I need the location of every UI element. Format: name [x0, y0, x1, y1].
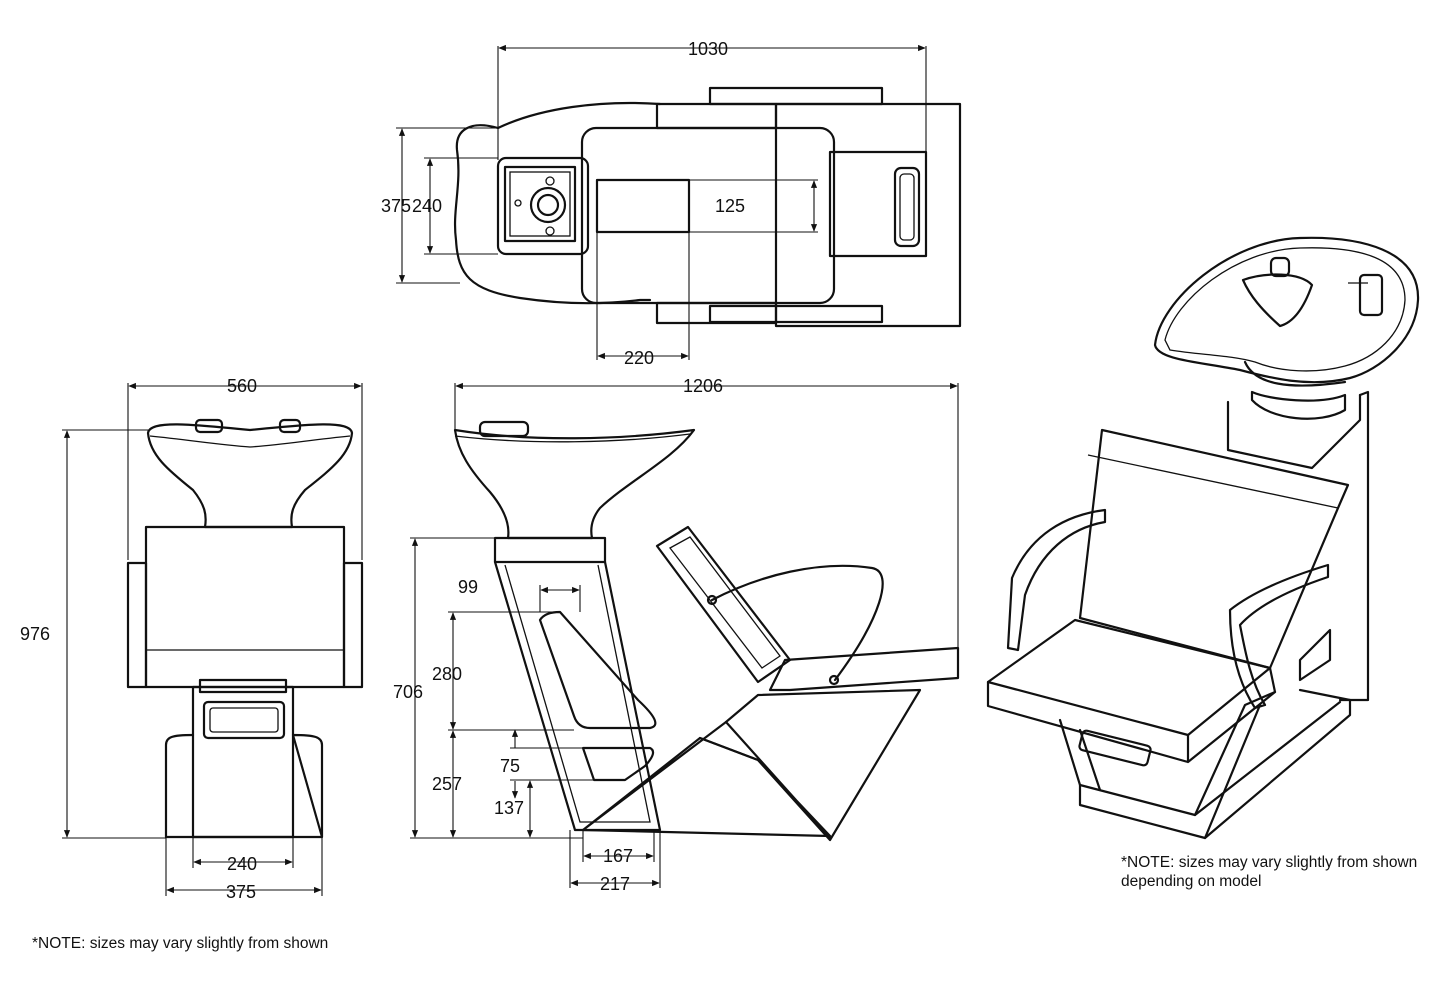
perspective-armrest-right [1228, 563, 1330, 710]
side-75-label: 75 [500, 756, 520, 776]
side-view-armrest-pivot [706, 594, 718, 606]
side-view: 1206 706 99 280 257 75 137 167 217 [393, 376, 960, 894]
side-view-armrest [710, 564, 884, 682]
side-length-label: 1206 [683, 376, 723, 396]
top-view-tap-hole [545, 226, 555, 236]
front-view-column-cap [198, 678, 288, 694]
side-view-seat-back [655, 525, 792, 684]
front-height-label: 976 [20, 624, 50, 644]
side-99-label: 99 [458, 577, 478, 597]
front-view-bowl [146, 423, 354, 529]
perspective-basin-inner [1164, 247, 1406, 372]
perspective-soap-tray [1241, 273, 1314, 328]
front-view-arm-left [126, 561, 148, 689]
side-view-bowl [453, 428, 696, 540]
side-height-label: 706 [393, 682, 423, 702]
side-view-armrest-end [828, 674, 840, 686]
note-right: *NOTE: sizes may vary slightly from show… [1121, 854, 1418, 890]
top-view-headrest-pad [595, 178, 691, 234]
top-view-drain-outer [529, 186, 567, 224]
side-137-label: 137 [494, 798, 524, 818]
side-view-bowl-neck [493, 536, 607, 564]
front-view-base [164, 733, 324, 839]
top-view-basin-outline [453, 124, 652, 305]
top-view-side-frame-upper [655, 102, 778, 130]
side-view-cutout-large [538, 610, 657, 730]
side-view-tap [478, 420, 530, 438]
top-view-foot-handle-inner [899, 173, 915, 241]
perspective-basin-neck [1250, 390, 1347, 420]
perspective-neck-shelf [1243, 360, 1347, 387]
front-view: 560 976 240 375 [20, 376, 364, 902]
perspective-soap-dispenser [1358, 273, 1384, 317]
perspective-view [986, 236, 1420, 840]
perspective-seat-back-edge [1087, 454, 1349, 509]
top-pad-depth-label: 125 [715, 196, 745, 216]
front-view-tap-left [194, 418, 224, 434]
perspective-seat-front [986, 666, 1277, 764]
top-view-leg-rest-outer [774, 102, 962, 328]
top-view-foot-handle [893, 166, 921, 248]
side-view-cutout-small [581, 746, 655, 782]
front-width-label: 560 [227, 376, 257, 396]
front-view-handle-inner [209, 707, 279, 733]
top-view-side-frame-lower [655, 301, 778, 325]
side-167-label: 167 [603, 846, 633, 866]
side-257-label: 257 [432, 774, 462, 794]
top-view-armrest-lower [708, 304, 884, 324]
front-view-handle [202, 700, 286, 740]
perspective-base-strut [1193, 690, 1277, 840]
top-inner-depth-label: 240 [412, 196, 442, 216]
side-view-base [581, 688, 922, 842]
top-view-basin-top-edge [496, 101, 662, 130]
front-base-inner-label: 240 [227, 854, 257, 874]
perspective-base-left [1058, 718, 1102, 792]
front-view-seat-back [144, 525, 346, 689]
perspective-armrest-left [1006, 508, 1107, 652]
perspective-foot-handle [1078, 729, 1152, 767]
top-view-basin-recess [496, 156, 590, 256]
top-view-leg-rest [828, 150, 928, 258]
top-pad-width-label: 220 [624, 348, 654, 368]
top-view-tap-hole [545, 176, 555, 186]
perspective-seat-back [1078, 428, 1350, 670]
top-view-drain-inner [536, 193, 560, 217]
front-view-arm-right [342, 561, 364, 689]
top-view: 1030 375 240 125 220 [381, 39, 962, 368]
side-280-label: 280 [432, 664, 462, 684]
top-view-armrest-upper [708, 86, 884, 106]
front-base-outer-label: 375 [226, 882, 256, 902]
top-width-label: 1030 [688, 39, 728, 59]
side-view-base-frame [581, 720, 832, 840]
side-view-pedestal-inner [504, 564, 651, 823]
side-view-seat-back-inner [669, 536, 781, 669]
top-view-seat-cushion [580, 126, 836, 305]
side-view-seat [768, 646, 960, 692]
top-view-tap-hole [514, 199, 522, 207]
perspective-tap [1269, 256, 1291, 278]
perspective-basin [1153, 236, 1420, 384]
side-view-bowl-rim [454, 433, 691, 443]
side-217-label: 217 [600, 874, 630, 894]
perspective-column-side [1338, 390, 1370, 702]
note-bottom: *NOTE: sizes may vary slightly from show… [32, 935, 329, 952]
top-view-drain-inner-box [509, 171, 571, 237]
front-view-tap-right [278, 418, 302, 434]
perspective-column-slot [1298, 628, 1332, 682]
top-outer-depth-label: 375 [381, 196, 411, 216]
perspective-column [1226, 393, 1362, 470]
top-view-drain-box [503, 165, 577, 243]
front-view-bowl-rim [149, 435, 351, 448]
